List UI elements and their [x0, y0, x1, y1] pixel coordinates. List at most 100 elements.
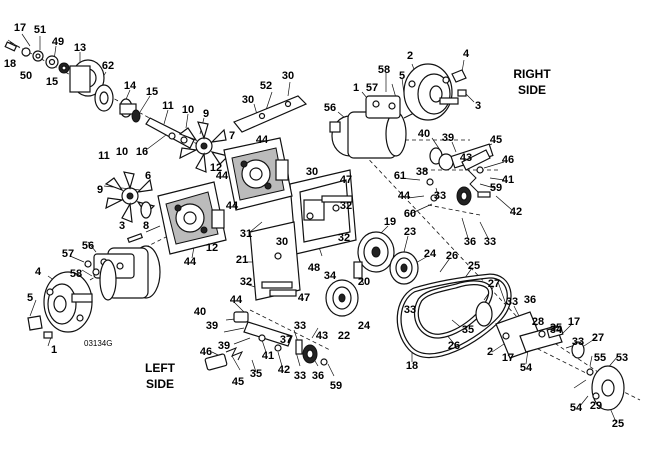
callout-number: 43: [316, 330, 328, 342]
callout-number: 44: [184, 256, 197, 268]
callout-number: 34: [550, 324, 563, 336]
callout-number: 1: [51, 344, 57, 356]
callout-number: 44: [230, 294, 243, 306]
callout-number: 29: [590, 400, 602, 412]
callout-number: 5: [399, 70, 405, 82]
callout-number: 11: [162, 100, 174, 112]
callout-number: 13: [74, 42, 86, 54]
callout-number: 35: [550, 322, 562, 334]
callout-number: 15: [46, 76, 58, 88]
hydraulic-motor-right: [329, 95, 417, 159]
callout-number: 1: [353, 82, 359, 94]
callout-number: 10: [116, 146, 128, 158]
callout-number: 42: [510, 206, 522, 218]
callout-number: 30: [276, 236, 288, 248]
callout-number: 17: [502, 352, 514, 364]
drive-pulleys: [325, 231, 419, 317]
callout-number: 36: [524, 294, 536, 306]
hydro-pump-lower: [140, 181, 227, 255]
callout-number: 14: [124, 80, 137, 92]
callout-number: 49: [52, 36, 64, 48]
figure-code: 03134G: [84, 339, 112, 348]
callout-number: 58: [70, 268, 82, 280]
wheel-hub-left: [27, 260, 100, 339]
callout-number: 10: [182, 104, 194, 116]
callout-number: 23: [404, 226, 416, 238]
callout-number: 46: [502, 154, 514, 166]
callout-number: 15: [146, 86, 158, 98]
hub-bolt-right: [451, 69, 467, 97]
callout-number: 4: [35, 266, 42, 278]
callout-number: 56: [324, 102, 336, 114]
right-side-label-line2: SIDE: [518, 83, 546, 97]
callout-number: 55: [594, 352, 606, 364]
callout-number: 24: [424, 248, 437, 260]
callout-number: 36: [464, 236, 476, 248]
callout-number: 2: [407, 50, 413, 62]
callout-number: 53: [616, 352, 628, 364]
callout-number: 32: [240, 276, 252, 288]
callout-number: 44: [256, 134, 269, 146]
callout-number: 50: [20, 70, 32, 82]
callout-number: 33: [294, 320, 306, 332]
callout-number: 3: [119, 220, 125, 232]
callout-number: 61: [394, 170, 406, 182]
callout-number: 41: [502, 174, 514, 186]
hydro-pump-upper: [223, 137, 293, 211]
callout-number: 34: [324, 270, 337, 282]
callout-number: 38: [416, 166, 428, 178]
callout-number: 30: [306, 166, 318, 178]
callout-number: 20: [358, 276, 370, 288]
wheel-hub-right: [403, 63, 459, 121]
callout-number: 3: [475, 100, 481, 112]
callout-number: 8: [143, 220, 149, 232]
callout-number: 6: [145, 170, 151, 182]
callout-number: 30: [282, 70, 294, 82]
callout-number: 40: [418, 128, 430, 140]
callout-number: 44: [216, 170, 229, 182]
callout-number: 57: [62, 248, 74, 260]
callout-number: 62: [102, 60, 114, 72]
callout-number: 7: [229, 130, 235, 142]
callout-number: 54: [570, 402, 583, 414]
callout-number: 39: [442, 132, 454, 144]
callout-number: 54: [520, 362, 533, 374]
top-mounting-plate: [233, 95, 308, 133]
hub-shaft-group-left: [4, 41, 195, 149]
callout-number: 16: [136, 146, 148, 158]
callout-number: 52: [260, 80, 272, 92]
callout-number: 33: [572, 336, 584, 348]
callout-number: 36: [312, 370, 324, 382]
callout-number: 43: [460, 152, 472, 164]
callout-number: 18: [406, 360, 418, 372]
idler-bracket-lower: [475, 301, 625, 411]
cooling-fan-upper: [178, 121, 230, 173]
callout-number: 35: [462, 324, 474, 336]
right-side-label-line1: RIGHT: [513, 67, 551, 81]
drive-belts: [396, 273, 512, 359]
callout-number: 26: [448, 340, 460, 352]
callout-number: 33: [404, 304, 416, 316]
callout-number: 47: [340, 174, 352, 186]
callout-number: 25: [612, 418, 624, 430]
callout-number: 19: [384, 216, 396, 228]
callout-number: 17: [14, 22, 26, 34]
callout-number: 30: [242, 94, 254, 106]
idler-assembly-right: [426, 143, 494, 206]
callout-number: 27: [488, 278, 500, 290]
callout-number: 5: [27, 292, 33, 304]
callout-number: 21: [236, 254, 248, 266]
callout-number: 22: [338, 330, 350, 342]
callout-number: 11: [98, 150, 110, 162]
left-side-label-line1: LEFT: [145, 361, 176, 375]
callout-number: 59: [490, 182, 502, 194]
callout-number: 12: [210, 162, 222, 174]
callout-number: 27: [592, 332, 604, 344]
callout-number: 44: [226, 200, 239, 212]
callout-number: 57: [366, 82, 378, 94]
callout-number: 35: [250, 368, 262, 380]
callout-number: 33: [434, 190, 446, 202]
callout-number: 32: [338, 232, 350, 244]
callout-number: 33: [294, 370, 306, 382]
